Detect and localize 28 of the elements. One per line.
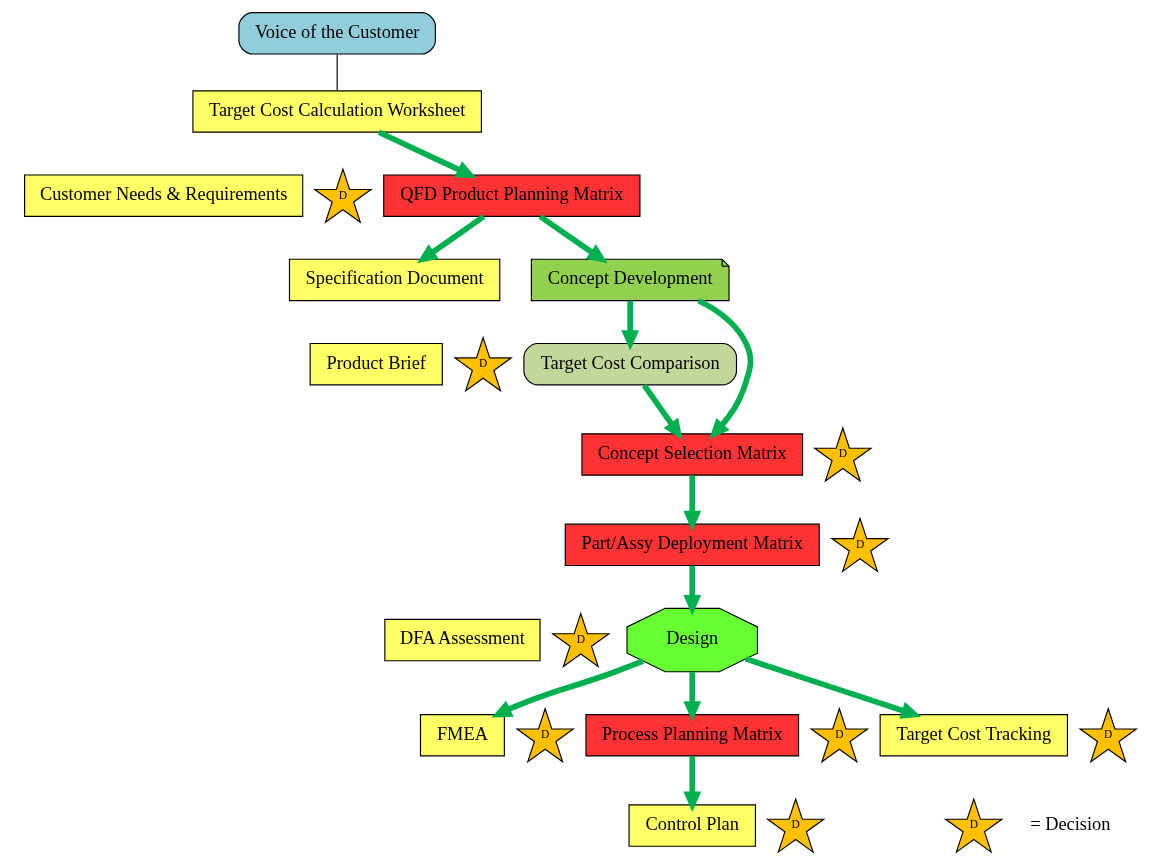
arrow — [682, 475, 701, 532]
node-box: Target Cost Calculation Worksheet — [191, 90, 482, 133]
arrow — [620, 300, 639, 351]
node-box: Concept Selection Matrix — [580, 433, 803, 476]
arrow — [377, 129, 477, 178]
node-box: FMEA — [419, 713, 505, 757]
node-box: Voice of the Customer — [237, 12, 436, 55]
arrow — [696, 298, 753, 439]
node-box: Target Cost Tracking — [879, 713, 1068, 757]
node-box: QFD Product Planning Matrix — [382, 174, 641, 217]
connector — [336, 53, 338, 91]
arrow — [682, 565, 701, 616]
node-box: DFA Assessment — [383, 618, 541, 662]
arrow — [682, 756, 701, 812]
node-box: Target Cost Comparison — [522, 342, 737, 386]
node-box: Product Brief — [309, 342, 443, 386]
arrow — [682, 672, 701, 722]
node-box: Process Planning Matrix — [584, 713, 799, 757]
arrow — [641, 383, 683, 440]
node-box: Control Plan — [627, 804, 756, 847]
arrow — [491, 658, 644, 718]
arrow — [538, 214, 608, 264]
node-box: Customer Needs & Requirements — [23, 174, 303, 217]
arrow — [744, 656, 921, 719]
node-box: Specification Document — [288, 258, 500, 302]
arrow — [416, 214, 485, 264]
legend-label: = Decision — [1029, 813, 1110, 834]
node-box: Part/Assy Deployment Matrix — [564, 523, 820, 567]
